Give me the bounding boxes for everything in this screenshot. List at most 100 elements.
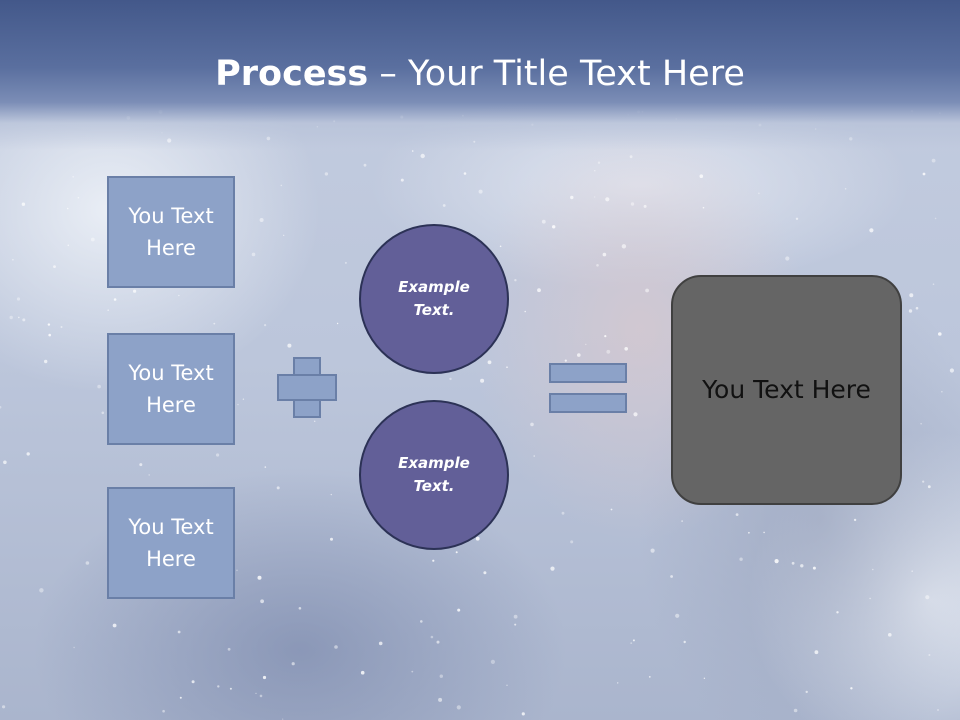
snowflake — [605, 197, 610, 202]
snowflake — [257, 575, 262, 580]
equals-sign-top — [549, 363, 627, 383]
snowflake — [330, 537, 333, 541]
snowflake — [107, 309, 109, 312]
snowflake — [179, 696, 182, 699]
snowflake — [814, 650, 819, 655]
result-box: You Text Here — [671, 275, 902, 505]
snowflake — [360, 670, 365, 675]
snowflake — [675, 613, 680, 618]
snowflake — [9, 315, 13, 320]
process-box-1: You Text Here — [107, 176, 235, 288]
snowflake — [162, 709, 165, 713]
snowflake — [577, 353, 581, 357]
snowflake — [430, 635, 434, 639]
snowflake — [683, 640, 686, 644]
snowflake — [251, 252, 256, 257]
example-circle-label: Example Text. — [398, 454, 470, 495]
snowflake — [805, 690, 808, 694]
snowflake — [442, 204, 446, 207]
snowflake — [920, 423, 922, 425]
snowflake — [400, 178, 404, 182]
snowflake — [60, 326, 63, 328]
snowflake — [931, 158, 936, 163]
snowflake — [941, 391, 943, 393]
snowflake — [629, 155, 633, 159]
snowflake — [793, 708, 798, 713]
snowflake — [836, 611, 839, 614]
snowflake — [483, 571, 487, 575]
snowflake — [191, 680, 195, 684]
snowflake — [585, 343, 587, 346]
snowflake — [514, 279, 517, 282]
snowflake — [812, 566, 816, 570]
snowflake — [216, 453, 220, 457]
snowflake — [22, 318, 26, 322]
snowflake — [264, 324, 267, 327]
snowflake — [774, 559, 779, 564]
snowflake — [283, 234, 285, 236]
snowflake — [287, 343, 292, 348]
snowflake — [570, 195, 574, 200]
snowflake — [617, 682, 619, 684]
snowflake — [606, 349, 611, 354]
snowflake — [490, 659, 495, 665]
snowflake — [763, 531, 765, 534]
snowflake — [291, 662, 295, 666]
snowflake — [487, 360, 492, 365]
snowflake — [602, 252, 607, 257]
process-box-3: You Text Here — [107, 487, 235, 599]
snowflake — [255, 692, 257, 695]
snowflake — [334, 645, 338, 649]
snowflake — [324, 172, 329, 176]
snowflake — [541, 219, 546, 224]
snowflake — [506, 366, 508, 369]
snowflake — [3, 460, 7, 465]
snowflake — [237, 403, 239, 406]
snowflake — [411, 670, 414, 673]
process-box-label: You Text Here — [128, 515, 214, 571]
snowflake — [264, 466, 267, 468]
snowflake — [604, 335, 607, 338]
process-box-label: You Text Here — [128, 204, 214, 260]
snowflake — [853, 518, 857, 522]
snowflake — [0, 405, 2, 409]
snowflake — [908, 309, 913, 313]
snowflake — [630, 202, 635, 206]
snowflake — [650, 548, 655, 553]
snowflake — [85, 561, 90, 565]
snowflake — [915, 306, 919, 310]
snowflake — [16, 297, 21, 301]
snowflake — [298, 607, 302, 610]
snowflake — [922, 480, 925, 483]
snowflake — [456, 705, 461, 710]
snowflake — [645, 288, 649, 293]
snowflake — [594, 170, 596, 172]
snowflake — [499, 245, 502, 248]
process-box-2: You Text Here — [107, 333, 235, 445]
snowflake — [703, 677, 706, 679]
snowflake — [1, 705, 6, 709]
snowflake — [648, 676, 651, 678]
snowflake — [455, 551, 458, 554]
snowflake — [594, 196, 596, 198]
snowflake — [800, 564, 804, 568]
snowflake — [670, 575, 673, 578]
snowflake — [44, 359, 48, 364]
snowflake — [643, 204, 647, 208]
snowflake — [259, 694, 263, 698]
snowflake — [101, 411, 105, 415]
snowflake — [90, 237, 95, 242]
snowflake — [596, 264, 599, 267]
snowflake — [630, 642, 633, 644]
snowflake — [513, 614, 518, 619]
process-box-label: You Text Here — [128, 361, 214, 417]
snowflake — [869, 597, 871, 600]
snowflake — [506, 684, 508, 686]
snowflake — [521, 712, 525, 716]
snowflake — [336, 322, 339, 325]
snowflake — [48, 333, 51, 337]
snowflake — [735, 513, 739, 516]
snowflake — [178, 294, 180, 297]
snowflake — [597, 161, 601, 164]
